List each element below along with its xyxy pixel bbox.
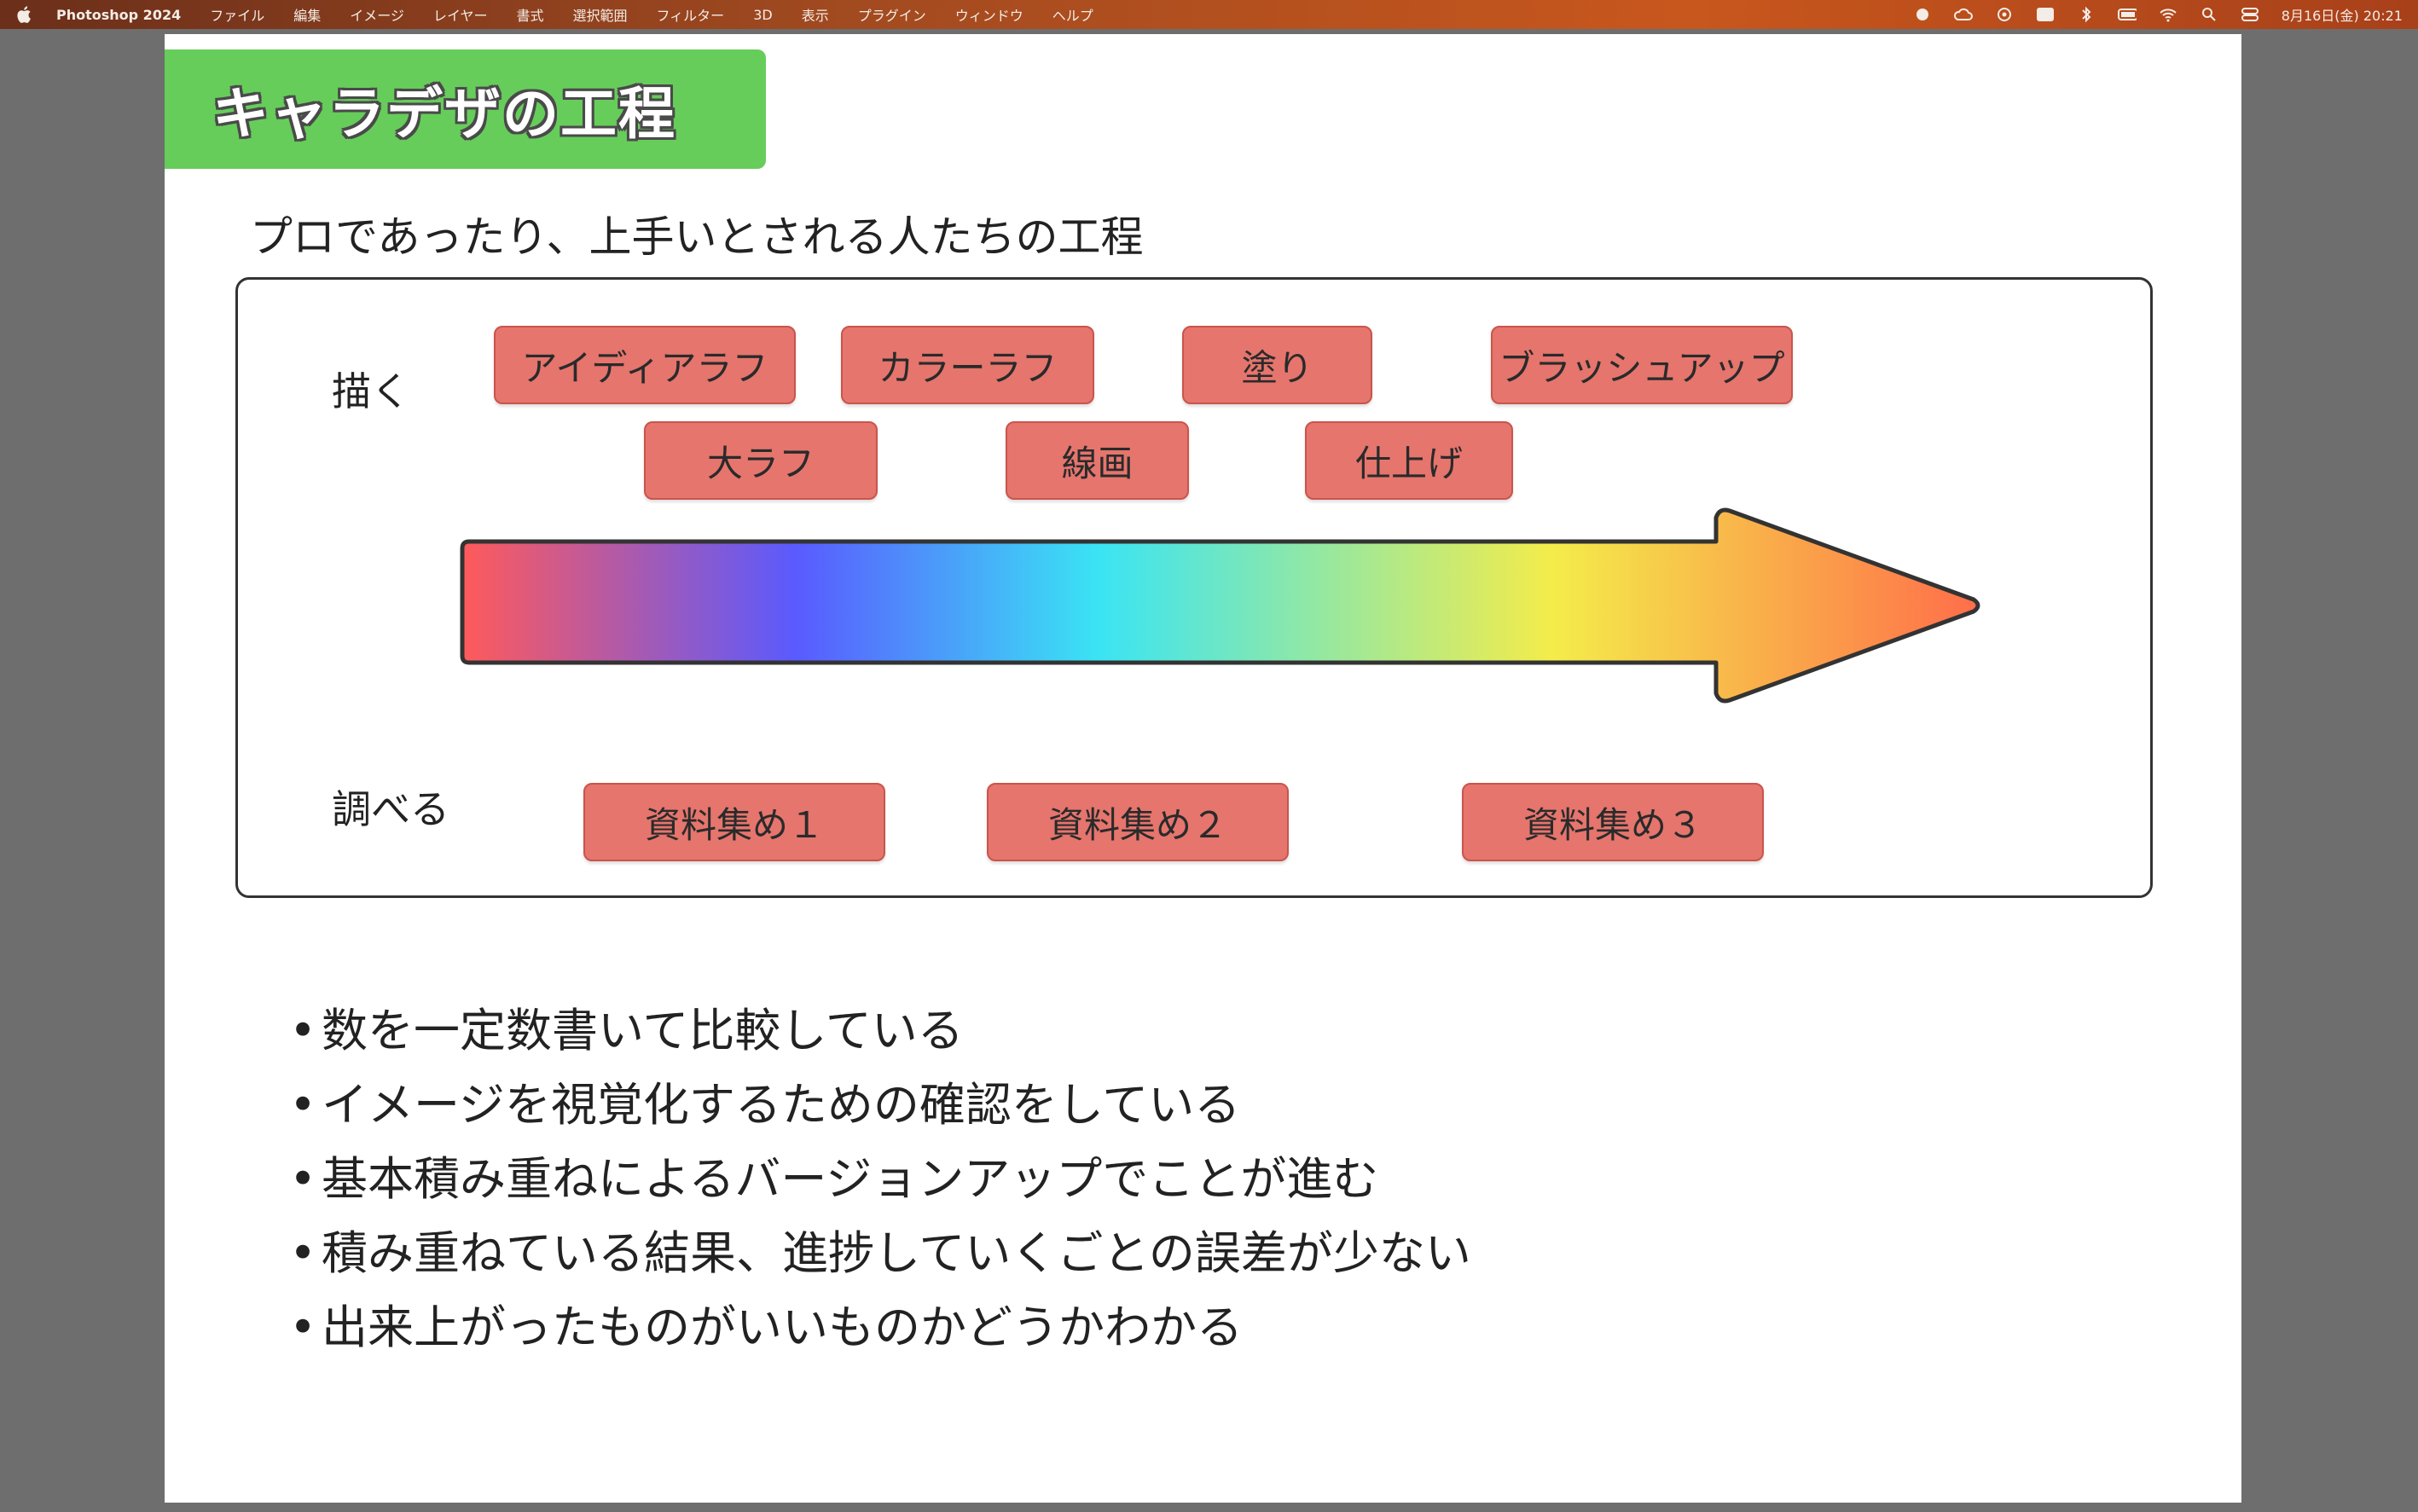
menu-image[interactable]: イメージ (350, 8, 404, 24)
slide-canvas: キャラデザの工程 プロであったり、上手いとされる人たちの工程 描く 調べる アイ… (165, 34, 2241, 1503)
keyboard-input-icon[interactable] (2036, 5, 2055, 24)
slide-subtitle: プロであったり、上手いとされる人たちの工程 (250, 212, 1144, 262)
step-painting: 塗り (1182, 326, 1372, 404)
wifi-icon[interactable] (2159, 5, 2177, 24)
menu-3d[interactable]: 3D (753, 6, 773, 23)
target-icon[interactable] (1995, 5, 2014, 24)
bluetooth-icon[interactable] (2077, 5, 2096, 24)
menu-plugins[interactable]: プラグイン (857, 8, 926, 24)
progress-arrow (460, 507, 1980, 704)
bullet-text: 基本積み重ねによるバージョンアップでことが進む (322, 1152, 1379, 1206)
list-item: •積み重ねている結果、進捗していくごとの誤差が少ない (289, 1226, 1471, 1280)
control-center-icon[interactable] (2241, 5, 2259, 24)
menu-edit[interactable]: 編集 (293, 8, 322, 24)
step-line-art: 線画 (1006, 421, 1189, 500)
menu-view[interactable]: 表示 (801, 8, 829, 24)
slide-title: キャラデザの工程 (212, 81, 676, 147)
step-research-2: 資料集め２ (987, 783, 1289, 861)
cloud-icon[interactable] (1953, 5, 1973, 24)
list-item: •イメージを視覚化するための確認をしている (289, 1078, 1241, 1132)
step-brush-up: ブラッシュアップ (1491, 326, 1793, 404)
record-icon[interactable] (1913, 5, 1932, 24)
menu-type[interactable]: 書式 (516, 8, 544, 24)
menu-bar: Photoshop 2024 ファイル 編集 イメージ レイヤー 書式 選択範囲… (0, 0, 2418, 29)
status-area: 8月16日(金) 20:21 (1913, 4, 2403, 25)
menu-window[interactable]: ウィンドウ (954, 8, 1023, 24)
bullet-list: •数を一定数書いて比較している •イメージを視覚化するための確認をしている •基… (284, 994, 1471, 1364)
step-finishing: 仕上げ (1305, 421, 1513, 500)
list-item: •基本積み重ねによるバージョンアップでことが進む (289, 1152, 1379, 1206)
title-banner: キャラデザの工程 (165, 49, 766, 169)
list-item: •数を一定数書いて比較している (289, 1004, 964, 1057)
step-research-3: 資料集め３ (1462, 783, 1764, 861)
search-icon[interactable] (2200, 5, 2218, 24)
draw-row-label: 描く (332, 368, 410, 414)
menu-help[interactable]: ヘルプ (1052, 8, 1093, 24)
step-research-1: 資料集め１ (583, 783, 885, 861)
menubar-clock[interactable]: 8月16日(金) 20:21 (2281, 8, 2403, 24)
step-big-rough: 大ラフ (644, 421, 878, 500)
list-item: •出来上がったものがいいものかどうかわかる (289, 1301, 1243, 1354)
bullet-text: 数を一定数書いて比較している (322, 1004, 964, 1057)
menu-select[interactable]: 選択範囲 (572, 8, 628, 24)
step-color-rough: カラーラフ (841, 326, 1094, 404)
step-idea-rough: アイディアラフ (494, 326, 796, 404)
bullet-text: イメージを視覚化するための確認をしている (322, 1078, 1241, 1132)
bullet-text: 積み重ねている結果、進捗していくごとの誤差が少ない (322, 1226, 1471, 1280)
apple-icon[interactable] (15, 6, 32, 23)
menu-layer[interactable]: レイヤー (432, 8, 488, 24)
process-diagram: 描く 調べる アイディアラフ カラーラフ 塗り ブラッシュアップ 大ラフ 線画 … (235, 277, 2153, 898)
app-name-menu[interactable]: Photoshop 2024 (56, 6, 182, 23)
menu-filter[interactable]: フィルター (656, 8, 725, 24)
bullet-text: 出来上がったものがいいものかどうかわかる (322, 1301, 1243, 1354)
battery-icon[interactable] (2117, 5, 2137, 24)
research-row-label: 調べる (332, 786, 449, 832)
menu-file[interactable]: ファイル (210, 8, 265, 24)
